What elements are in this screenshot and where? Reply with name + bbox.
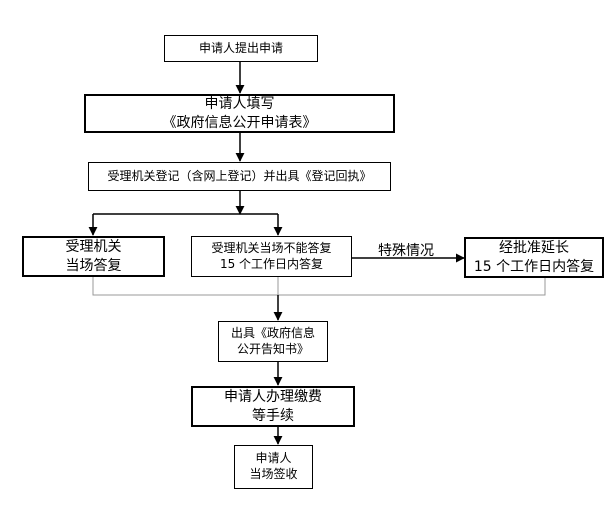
node-apply: 申请人提出申请 (164, 35, 318, 62)
node-apply-text: 申请人提出申请 (198, 40, 283, 55)
node-sign-line1: 申请人 (255, 451, 292, 466)
node-extend-line1: 经批准延长 (499, 240, 569, 257)
node-fees-line2: 等手续 (252, 407, 294, 424)
node-fill-form-line2: 《政府信息公开申请表》 (162, 114, 317, 131)
node-extend: 经批准延长 15 个工作日内答复 (464, 237, 604, 278)
merge-line (92, 277, 546, 296)
node-notice-line2: 公开告知书》 (236, 341, 309, 356)
node-reply-15: 受理机关当场不能答复 15 个工作日内答复 (191, 236, 352, 277)
node-reply-now-line2: 当场答复 (65, 257, 122, 274)
node-reply-now-line1: 受理机关 (65, 239, 122, 256)
node-register: 受理机关登记（含网上登记）并出具《登记回执》 (88, 162, 391, 191)
node-reply-now: 受理机关 当场答复 (22, 236, 165, 277)
node-register-text: 受理机关登记（含网上登记）并出具《登记回执》 (107, 168, 372, 183)
node-fees: 申请人办理缴费 等手续 (191, 386, 355, 427)
node-reply-15-line1: 受理机关当场不能答复 (211, 240, 332, 255)
node-extend-line2: 15 个工作日内答复 (473, 258, 595, 275)
node-sign-line2: 当场签收 (249, 467, 298, 481)
node-fill-form: 申请人填写 《政府信息公开申请表》 (84, 94, 395, 133)
node-fees-line1: 申请人办理缴费 (224, 389, 322, 406)
edge-label-special: 特殊情况 (378, 243, 434, 259)
node-fill-form-line1: 申请人填写 (204, 96, 275, 113)
node-reply-15-line2: 15 个工作日内答复 (219, 256, 324, 271)
node-sign: 申请人 当场签收 (234, 445, 313, 489)
node-notice: 出具《政府信息 公开告知书》 (218, 321, 328, 362)
node-notice-line1: 出具《政府信息 (230, 325, 315, 340)
